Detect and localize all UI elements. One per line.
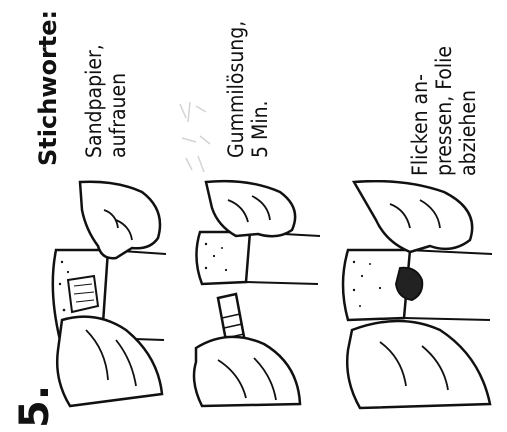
keywords-heading: Stichworte: <box>34 10 62 166</box>
hand-sandpaper-illustration <box>46 180 176 410</box>
hand-glue-tube-illustration <box>188 178 328 410</box>
caption-line: abziehen <box>456 46 480 176</box>
show-through-marks <box>176 98 216 182</box>
caption-line: aufrauen <box>106 44 130 158</box>
caption-line: Flicken an- <box>408 46 432 176</box>
caption-line: Sandpapier, <box>82 44 106 158</box>
caption-patch: Flicken an- pressen, Folie abziehen <box>408 46 480 176</box>
caption-glue: Gummilösung, 5 Min. <box>224 21 272 158</box>
caption-sanding: Sandpapier, aufrauen <box>82 44 130 158</box>
hand-press-patch-illustration <box>340 180 500 412</box>
caption-line: Gummilösung, <box>224 21 248 158</box>
caption-line: 5 Min. <box>248 21 272 158</box>
caption-line: pressen, Folie <box>432 46 456 176</box>
